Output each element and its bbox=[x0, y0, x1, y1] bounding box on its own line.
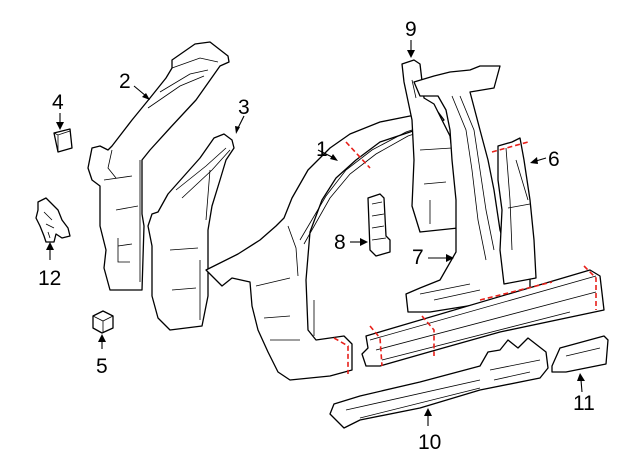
rocker-panel bbox=[361, 265, 605, 367]
callout-4: 4 bbox=[52, 91, 64, 114]
callout-1: 1 bbox=[316, 138, 328, 161]
part-1-body-side bbox=[205, 111, 445, 381]
callout-3: 3 bbox=[238, 96, 250, 119]
callout-6: 6 bbox=[548, 148, 560, 171]
part-4-block bbox=[53, 128, 73, 153]
part-3-pillar-reinf bbox=[147, 133, 235, 331]
callout-11: 11 bbox=[573, 392, 595, 415]
cut-line bbox=[421, 315, 435, 356]
callout-7: 7 bbox=[412, 246, 424, 269]
cut-line bbox=[369, 325, 383, 367]
callout-10: 10 bbox=[418, 431, 441, 454]
part-5-cube bbox=[92, 310, 114, 334]
callout-8: 8 bbox=[334, 231, 346, 254]
cut-line bbox=[479, 281, 553, 301]
part-11-extension bbox=[551, 335, 609, 373]
cut-line bbox=[333, 337, 349, 374]
callout-5: 5 bbox=[96, 355, 108, 378]
cut-line bbox=[583, 265, 597, 310]
part-2-pillar bbox=[87, 41, 230, 291]
leader-lines bbox=[46, 40, 585, 426]
callout-9: 9 bbox=[405, 18, 417, 41]
part-8-bracket bbox=[367, 193, 391, 257]
part-12-bracket bbox=[35, 197, 71, 243]
cut-line bbox=[491, 141, 529, 153]
callout-2: 2 bbox=[119, 70, 131, 93]
part-10-rocker-outer bbox=[329, 337, 549, 429]
part-6-rear-pillar bbox=[491, 137, 537, 285]
callout-12: 12 bbox=[38, 267, 61, 290]
cut-line bbox=[345, 141, 371, 169]
